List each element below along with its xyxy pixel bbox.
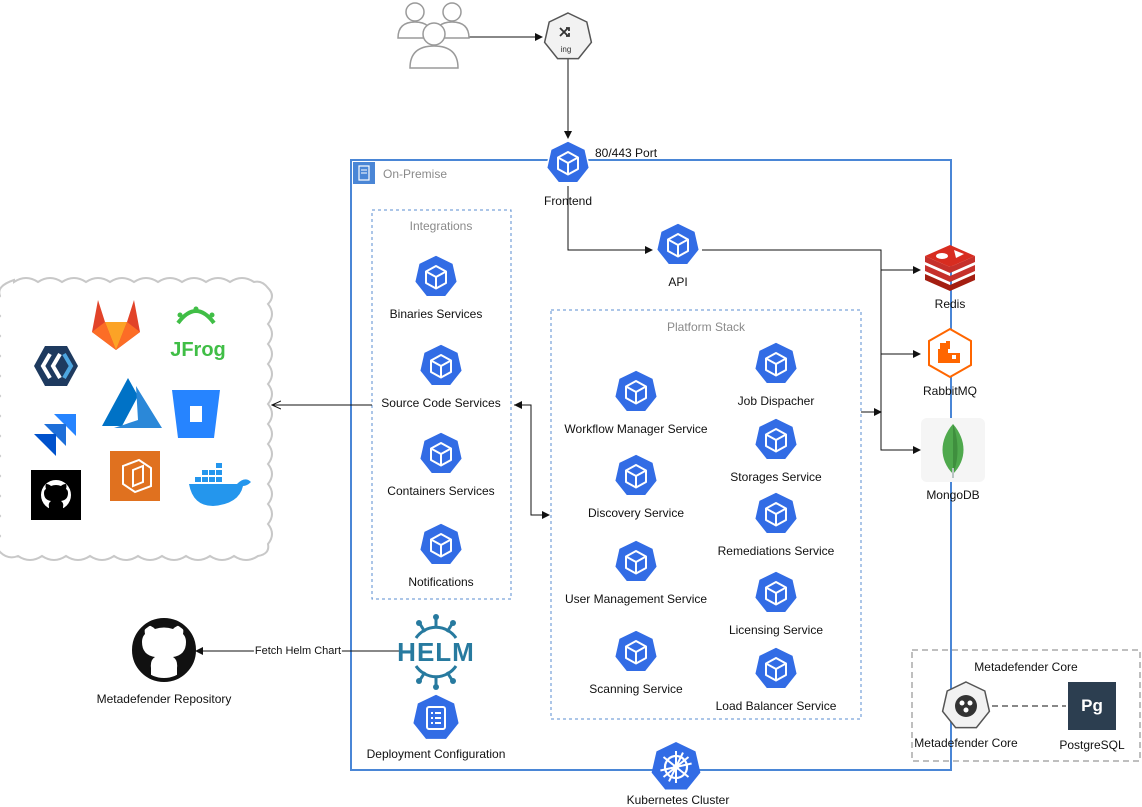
- job-dispatcher-label: Job Dispacher: [737, 394, 815, 408]
- job-dispatcher-icon: [753, 341, 799, 385]
- remediations-service-label: Remediations Service: [717, 544, 835, 558]
- discovery-service-icon: [613, 453, 659, 497]
- github-icon: [31, 470, 81, 520]
- rabbitmq-label: RabbitMQ: [922, 384, 978, 398]
- jfrog-logo-text: JFrog: [170, 339, 226, 361]
- postgresql-icon: [1068, 682, 1116, 730]
- ingress-icon: [543, 12, 593, 60]
- gitlab-icon: [92, 300, 140, 350]
- containers-services-label: Containers Services: [387, 484, 495, 498]
- helm-logo-text: HELM: [397, 637, 475, 667]
- binaries-services-label: Binaries Services: [389, 307, 483, 321]
- redis-label: Redis: [934, 297, 966, 311]
- docker-icon: [189, 463, 251, 506]
- jfrog-icon: [176, 306, 216, 325]
- to-rabbitmq-edge: [880, 270, 921, 358]
- platform-stack-title: Platform Stack: [666, 320, 746, 334]
- postgresql-logo-text: Pg: [1081, 696, 1103, 715]
- helm-icon: [414, 614, 458, 690]
- bitbucket-icon: [172, 390, 220, 438]
- kubernetes-icon: [651, 742, 701, 790]
- aws-codecommit-icon: [110, 451, 160, 501]
- rabbitmq-icon: [928, 327, 972, 379]
- source-code-services-label: Source Code Services: [381, 396, 501, 410]
- licensing-service-icon: [753, 570, 799, 614]
- remediations-service-icon: [753, 491, 799, 535]
- keycloak-icon: [34, 346, 78, 386]
- to-mongodb-edge: [880, 354, 921, 454]
- notifications-icon: [418, 522, 464, 566]
- licensing-service-label: Licensing Service: [728, 623, 824, 637]
- binaries-service-icon: [413, 254, 459, 298]
- discovery-service-label: Discovery Service: [587, 506, 685, 520]
- containers-service-icon: [418, 431, 464, 475]
- users-icon: [397, 2, 470, 69]
- integrations-title: Integrations: [409, 219, 473, 233]
- ingress-label: ing: [560, 45, 572, 54]
- user-management-icon: [613, 539, 659, 583]
- azure-icon: [102, 378, 162, 428]
- api-to-redis-edge: [702, 249, 921, 274]
- metadefender-core-group-title: Metadefender Core: [974, 660, 1078, 674]
- storages-service-label: Storages Service: [730, 470, 822, 484]
- deployment-config-label: Deployment Configuration: [366, 747, 506, 761]
- mongodb-label: MongoDB: [926, 488, 980, 502]
- port-label: 80/443 Port: [595, 146, 658, 160]
- load-balancer-service-label: Load Balancer Service: [715, 699, 837, 713]
- api-label: API: [668, 275, 688, 289]
- deployment-config-icon: [411, 693, 461, 741]
- mongodb-icon: [921, 418, 985, 482]
- frontend-label: Frontend: [543, 194, 593, 208]
- jira-icon: [34, 414, 76, 456]
- api-icon: [655, 222, 701, 266]
- metadefender-core-group: [911, 649, 1141, 762]
- kubernetes-cluster-label: Kubernetes Cluster: [626, 793, 730, 807]
- notifications-label: Notifications: [408, 575, 474, 589]
- redis-icon: [925, 245, 975, 291]
- metadefender-core-icon: [941, 681, 991, 729]
- workflow-manager-label: Workflow Manager Service: [564, 422, 708, 436]
- frontend-icon: [545, 140, 591, 184]
- scanning-service-label: Scanning Service: [589, 682, 683, 696]
- frontend-to-api-edge: [567, 186, 653, 254]
- user-management-label: User Management Service: [564, 592, 708, 606]
- github-repository-icon: [132, 618, 196, 682]
- storages-service-icon: [753, 417, 799, 461]
- workflow-manager-icon: [613, 369, 659, 413]
- scanning-service-icon: [613, 629, 659, 673]
- metadefender-core-label: Metadefender Core: [914, 736, 1018, 750]
- repository-label: Metadefender Repository: [96, 692, 232, 706]
- source-code-service-icon: [418, 343, 464, 387]
- load-balancer-icon: [753, 646, 799, 690]
- postgresql-label: PostgreSQL: [1059, 738, 1125, 752]
- on-premise-title: On-Premise: [383, 167, 448, 181]
- source-code-to-platform-edge: [514, 404, 550, 519]
- fetch-helm-chart-label: Fetch Helm Chart: [253, 644, 343, 658]
